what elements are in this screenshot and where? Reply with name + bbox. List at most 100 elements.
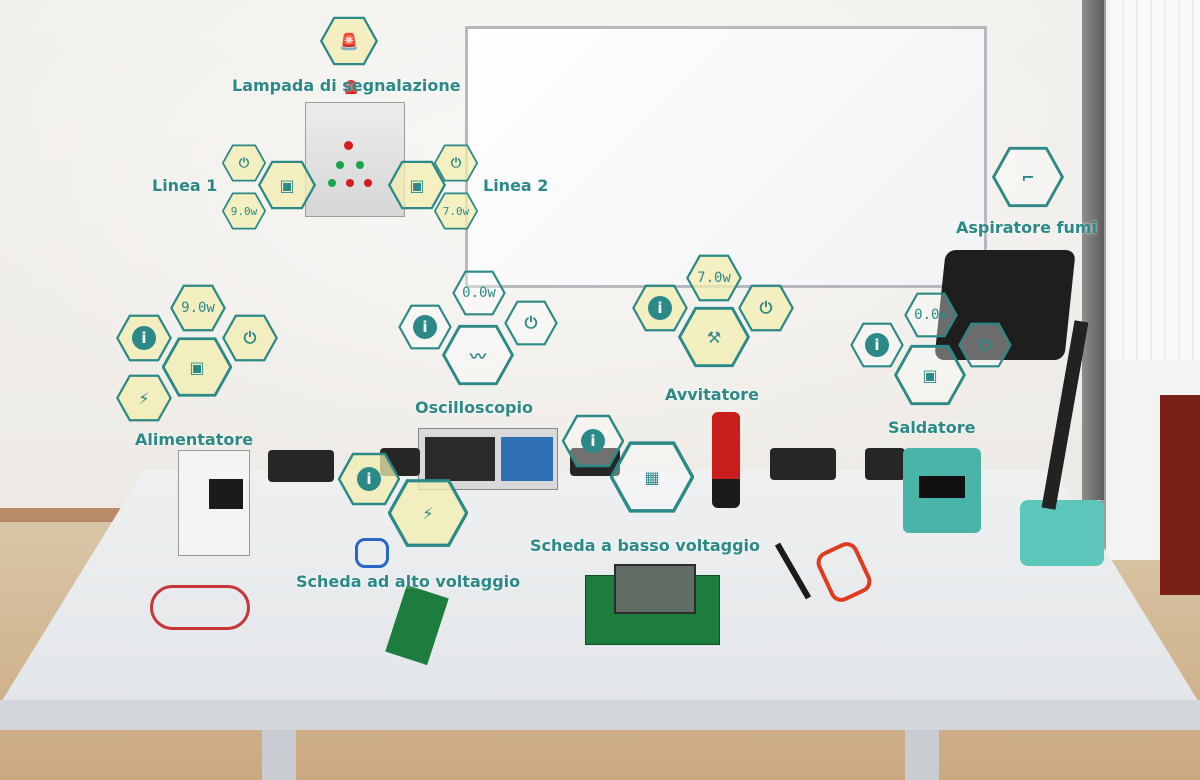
scheda-basso-device-hex[interactable]: ▦	[610, 440, 694, 514]
alimentatore-device-hex[interactable]: ▣	[162, 336, 232, 398]
linea2-device-hex[interactable]: ▣	[388, 160, 446, 210]
low-voltage-board[interactable]	[585, 564, 720, 645]
linea1-watt-readout: 9.0w	[230, 204, 258, 218]
signal-lamp-hex-icon[interactable]: 🚨	[320, 16, 378, 66]
saldatore-watt-readout: 0.0w	[914, 307, 948, 323]
avvitatore-watt-readout: 7.0w	[697, 270, 731, 286]
fume-extractor-hex[interactable]: ⌐	[992, 146, 1064, 208]
power-icon: ⏻	[759, 298, 773, 317]
linea2-watt-readout: 7.0w	[442, 204, 470, 218]
linea1-watt-hex: 9.0w	[222, 192, 266, 230]
breaker-icon: ▣	[279, 175, 295, 195]
oscilloscopio-info-button[interactable]: i	[398, 304, 452, 350]
scheda-basso-info-button[interactable]: i	[562, 414, 624, 468]
psu-display	[209, 479, 243, 509]
pillar	[1082, 0, 1104, 500]
label-oscilloscopio: Oscilloscopio	[415, 398, 533, 417]
label-lampada: Lampada di segnalazione	[232, 76, 461, 95]
scheda-alto-info-button[interactable]: i	[338, 452, 400, 506]
info-icon: i	[648, 296, 672, 320]
chip-icon: ⚡	[422, 503, 434, 523]
label-aspiratore: Aspiratore fumi	[956, 218, 1097, 237]
soldering-station-icon: ▣	[922, 365, 938, 385]
saldatore-info-button[interactable]: i	[850, 322, 904, 368]
chip-icon: ▦	[644, 467, 660, 487]
alarm-lamp-icon: 🚨	[339, 31, 359, 51]
panel-light	[336, 161, 344, 169]
cordless-drill[interactable]	[712, 412, 740, 508]
info-icon: i	[865, 333, 889, 357]
scope-keypad	[501, 437, 553, 481]
electrical-panel	[305, 102, 405, 217]
alimentatore-info-button[interactable]: i	[116, 314, 172, 362]
label-alimentatore: Alimentatore	[135, 430, 254, 449]
desk-lamp-icon: ⌐	[1021, 167, 1035, 187]
oscilloscopio-device-hex[interactable]: 〰	[442, 324, 514, 386]
info-icon: i	[581, 429, 605, 453]
avvitatore-power-button[interactable]: ⏻	[738, 284, 794, 332]
alimentatore-power-button[interactable]: ⏻	[222, 314, 278, 362]
scheda-alto-device-hex[interactable]: ⚡	[388, 478, 468, 548]
test-leads	[150, 585, 250, 630]
panel-light	[346, 179, 354, 187]
solder-display	[919, 476, 965, 498]
power-icon: ⏻	[238, 155, 250, 171]
linea1-device-hex[interactable]: ▣	[258, 160, 316, 210]
power-supply-icon: ▣	[189, 357, 205, 377]
panel-light	[364, 179, 372, 187]
pliers	[355, 538, 389, 568]
scope-screen	[425, 437, 495, 481]
power-icon: ⏻	[978, 335, 992, 354]
alimentatore-watt-hex: 9.0w	[170, 284, 226, 332]
window	[1100, 0, 1200, 560]
saldatore-device-hex[interactable]: ▣	[894, 344, 966, 406]
alimentatore-chip-hex[interactable]: ⚡	[116, 374, 172, 422]
power-outlet	[865, 448, 905, 480]
saldatore-watt-hex: 0.0w	[904, 292, 958, 338]
avvitatore-info-button[interactable]: i	[632, 284, 688, 332]
whiteboard	[465, 26, 987, 288]
label-linea1: Linea 1	[152, 176, 218, 195]
oscilloscopio-power-button[interactable]: ⏻	[504, 300, 558, 346]
oscilloscope[interactable]	[418, 428, 558, 490]
table-leg	[262, 730, 296, 780]
board-lcd	[614, 564, 696, 614]
workbench-edge	[0, 700, 1200, 730]
avvitatore-watt-hex: 7.0w	[686, 254, 742, 302]
avvitatore-device-hex[interactable]: ⚒	[678, 306, 750, 368]
panel-light	[344, 141, 353, 150]
saldatore-power-button[interactable]: ⏻	[958, 322, 1012, 368]
power-icon: ⏻	[450, 155, 462, 171]
power-icon: ⏻	[243, 328, 257, 347]
window-blind	[1110, 0, 1200, 360]
label-avvitatore: Avvitatore	[665, 385, 759, 404]
label-scheda-alto: Scheda ad alto voltaggio	[296, 572, 521, 591]
drill-icon: ⚒	[706, 327, 722, 347]
label-scheda-basso: Scheda a basso voltaggio	[530, 536, 761, 555]
power-outlet	[268, 450, 334, 482]
panel-light	[356, 161, 364, 169]
table-leg	[905, 730, 939, 780]
oscilloscope-icon: 〰	[469, 347, 486, 366]
chip-icon: ⚡	[138, 388, 150, 408]
label-saldatore: Saldatore	[888, 418, 976, 437]
power-supply[interactable]	[178, 450, 250, 556]
linea1-power-button[interactable]: ⏻	[222, 144, 266, 182]
alimentatore-watt-readout: 9.0w	[181, 300, 215, 316]
soldering-iron-stand	[1020, 500, 1104, 566]
power-icon: ⏻	[524, 313, 538, 332]
info-icon: i	[132, 326, 156, 350]
info-icon: i	[357, 467, 381, 491]
power-outlet	[770, 448, 836, 480]
breaker-icon: ▣	[409, 175, 425, 195]
info-icon: i	[413, 315, 437, 339]
oscilloscopio-watt-readout: 0.0w	[462, 285, 496, 301]
soldering-station[interactable]	[903, 448, 981, 533]
linea2-watt-hex: 7.0w	[434, 192, 478, 230]
radiator	[1160, 395, 1200, 595]
label-linea2: Linea 2	[483, 176, 549, 195]
panel-light	[328, 179, 336, 187]
oscilloscopio-watt-hex: 0.0w	[452, 270, 506, 316]
linea2-power-button[interactable]: ⏻	[434, 144, 478, 182]
